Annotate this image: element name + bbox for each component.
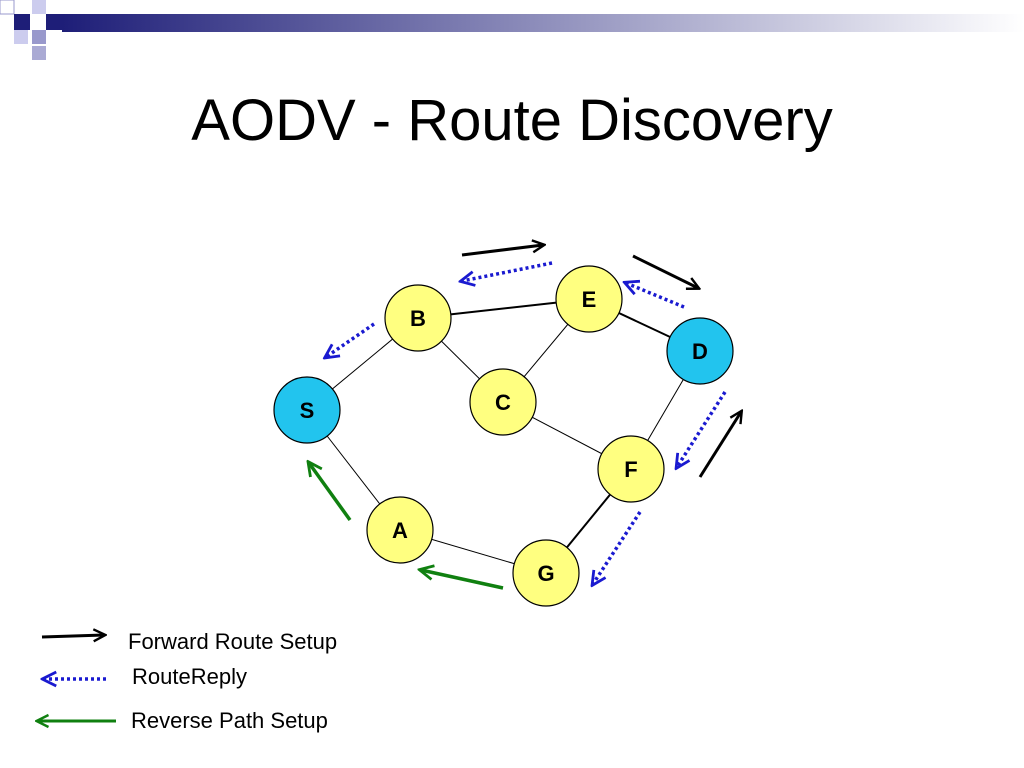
- reply-arrow-d-f: [677, 391, 727, 467]
- reply-arrow-b-s: [326, 322, 375, 357]
- banner-square: [32, 0, 46, 14]
- node-d-label: D: [692, 339, 708, 364]
- banner-square: [32, 30, 46, 44]
- node-c-label: C: [495, 390, 511, 415]
- node-b-label: B: [410, 306, 426, 331]
- banner-square: [14, 30, 28, 44]
- banner-gradient-bar: [62, 14, 1024, 32]
- node-d-circle: [666, 317, 734, 385]
- node-f: F: [597, 435, 665, 503]
- legend-forward-swatch: [41, 635, 104, 637]
- slide-title: AODV - Route Discovery: [191, 88, 833, 153]
- banner-square: [46, 14, 62, 30]
- node-s: S: [273, 376, 341, 444]
- forward-arrow-b-e: [461, 245, 543, 257]
- node-a: A: [366, 496, 434, 564]
- reply-arrow-f-g: [593, 511, 642, 584]
- legend-reverse-label: Reverse Path Setup: [131, 708, 328, 733]
- banner-square: [32, 46, 46, 60]
- node-g-circle: [512, 539, 580, 607]
- slide-banner: [0, 0, 1024, 60]
- node-f-circle: [597, 435, 665, 503]
- reply-arrow-e-b: [462, 261, 553, 281]
- reverse-arrow-a-s: [309, 463, 352, 522]
- node-c-circle: [469, 368, 537, 436]
- node-g-label: G: [537, 561, 554, 586]
- node-d: D: [666, 317, 734, 385]
- node-s-label: S: [300, 398, 315, 423]
- node-a-circle: [366, 496, 434, 564]
- legend-reply-label: RouteReply: [132, 664, 247, 689]
- node-b: B: [384, 284, 452, 352]
- node-e-circle: [555, 265, 623, 333]
- node-c: C: [469, 368, 537, 436]
- banner-square: [0, 0, 15, 15]
- node-a-label: A: [392, 518, 408, 543]
- legend-forward-label: Forward Route Setup: [128, 629, 338, 654]
- forward-arrow-e-d: [632, 254, 698, 288]
- banner-square: [14, 14, 30, 30]
- node-g: G: [512, 539, 580, 607]
- node-e: E: [555, 265, 623, 333]
- node-e-label: E: [582, 287, 597, 312]
- reverse-arrow-g-a: [421, 570, 504, 590]
- node-f-label: F: [624, 457, 637, 482]
- reply-arrow-d-e: [626, 283, 685, 309]
- node-b-circle: [384, 284, 452, 352]
- node-s-circle: [273, 376, 341, 444]
- forward-arrow-f-d: [698, 412, 741, 478]
